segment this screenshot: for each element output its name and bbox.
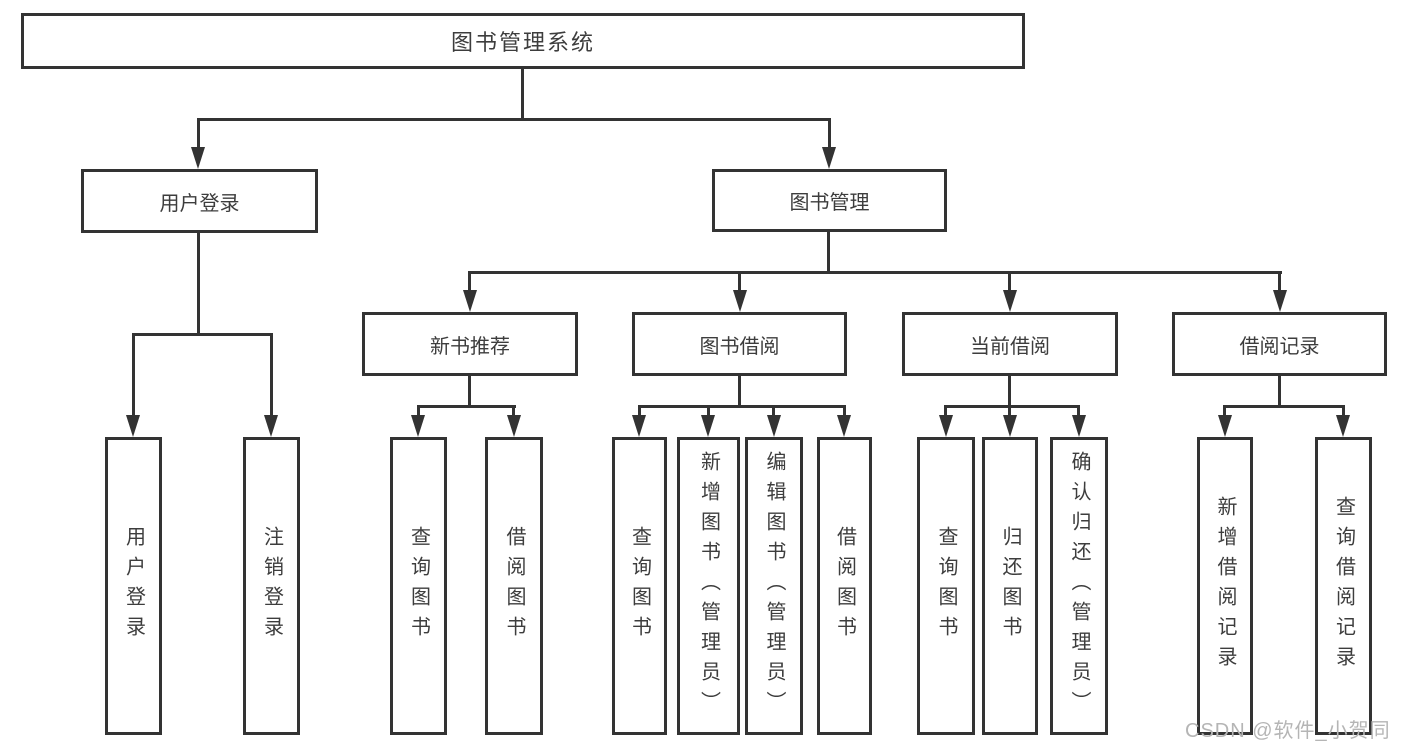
arrowhead-down-icon xyxy=(463,290,477,312)
arrowhead-down-icon xyxy=(733,290,747,312)
leaf-return-book: 归还图书 xyxy=(982,437,1038,735)
leaf-logout: 注销登录 xyxy=(243,437,300,735)
connector-shaft xyxy=(738,273,741,293)
connector-shaft xyxy=(1008,273,1011,293)
connector-shaft xyxy=(197,119,200,149)
connector-bookmgmt-stem xyxy=(827,232,830,274)
connector-userlogin-rail xyxy=(132,333,273,336)
leaf-edit-book-admin: 编辑图书（管理员） xyxy=(745,437,803,735)
node-borrow-record: 借阅记录 xyxy=(1172,312,1387,376)
connector-record-rail xyxy=(1223,405,1345,408)
connector-shaft xyxy=(843,407,846,417)
arrowhead-down-icon xyxy=(701,415,715,437)
leaf-query-book-1: 查询图书 xyxy=(390,437,447,735)
connector-shaft xyxy=(1077,407,1080,417)
connector-shaft xyxy=(512,407,515,417)
arrowhead-down-icon xyxy=(191,147,205,169)
connector-shaft xyxy=(638,407,641,417)
leaf-query-book-3: 查询图书 xyxy=(917,437,975,735)
arrowhead-down-icon xyxy=(822,147,836,169)
connector-current-stem xyxy=(1008,376,1011,408)
arrowhead-down-icon xyxy=(1336,415,1350,437)
connector-shaft xyxy=(1223,407,1226,417)
arrowhead-down-icon xyxy=(939,415,953,437)
connector-shaft xyxy=(772,407,775,417)
connector-root-stem xyxy=(521,69,524,121)
connector-shaft xyxy=(417,407,420,417)
connector-newbook-stem xyxy=(468,376,471,408)
connector-shaft xyxy=(270,335,273,417)
leaf-user-login: 用户登录 xyxy=(105,437,162,735)
connector-shaft xyxy=(132,335,135,417)
node-new-book-recommend: 新书推荐 xyxy=(362,312,578,376)
connector-shaft xyxy=(1278,273,1281,293)
arrowhead-down-icon xyxy=(126,415,140,437)
leaf-add-borrow-record: 新增借阅记录 xyxy=(1197,437,1253,735)
node-current-borrow: 当前借阅 xyxy=(902,312,1118,376)
arrowhead-down-icon xyxy=(632,415,646,437)
arrowhead-down-icon xyxy=(411,415,425,437)
connector-shaft xyxy=(1342,407,1345,417)
arrowhead-down-icon xyxy=(507,415,521,437)
node-user-login: 用户登录 xyxy=(81,169,318,233)
arrowhead-down-icon xyxy=(767,415,781,437)
connector-level3-rail xyxy=(468,271,1282,274)
connector-current-rail xyxy=(944,405,1080,408)
arrowhead-down-icon xyxy=(1003,290,1017,312)
arrowhead-down-icon xyxy=(1072,415,1086,437)
connector-level2-rail xyxy=(197,118,831,121)
leaf-query-borrow-record: 查询借阅记录 xyxy=(1315,437,1372,735)
connector-borrow-rail xyxy=(638,405,846,408)
node-book-borrow: 图书借阅 xyxy=(632,312,847,376)
connector-record-stem xyxy=(1278,376,1281,408)
connector-shaft xyxy=(1008,407,1011,417)
leaf-borrow-book-2: 借阅图书 xyxy=(817,437,872,735)
connector-borrow-stem xyxy=(738,376,741,408)
node-book-management: 图书管理 xyxy=(712,169,947,232)
leaf-confirm-return-admin: 确认归还（管理员） xyxy=(1050,437,1108,735)
leaf-add-book-admin: 新增图书（管理员） xyxy=(677,437,740,735)
connector-userlogin-stem xyxy=(197,233,200,335)
node-root: 图书管理系统 xyxy=(21,13,1025,69)
connector-shaft xyxy=(944,407,947,417)
connector-shaft xyxy=(828,119,831,149)
arrowhead-down-icon xyxy=(1003,415,1017,437)
arrowhead-down-icon xyxy=(1273,290,1287,312)
connector-shaft xyxy=(468,273,471,293)
leaf-borrow-book-1: 借阅图书 xyxy=(485,437,543,735)
connector-newbook-rail xyxy=(417,405,516,408)
connector-shaft xyxy=(707,407,710,417)
leaf-query-book-2: 查询图书 xyxy=(612,437,667,735)
arrowhead-down-icon xyxy=(837,415,851,437)
arrowhead-down-icon xyxy=(264,415,278,437)
arrowhead-down-icon xyxy=(1218,415,1232,437)
csdn-watermark: CSDN @软件_小贺同学 xyxy=(1185,720,1391,742)
